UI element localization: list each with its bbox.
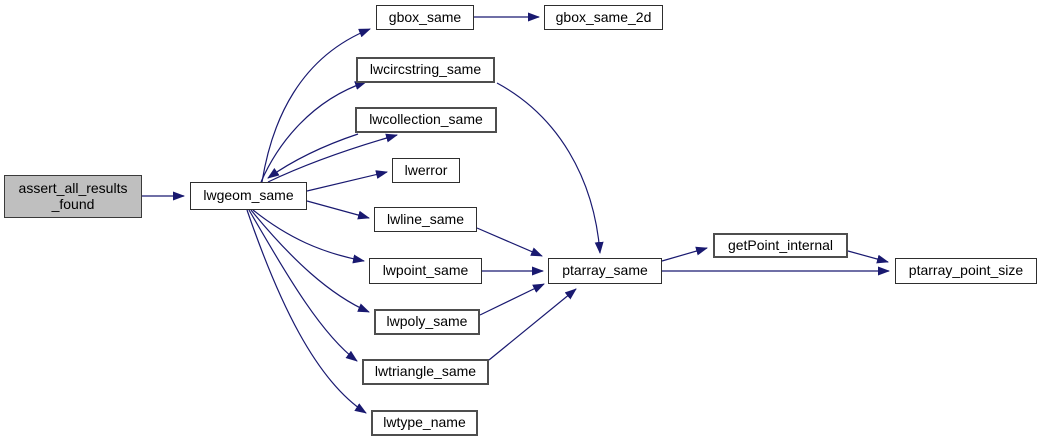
node-lwcircstring_same[interactable]: lwcircstring_same [356, 57, 495, 83]
node-lwgeom_same[interactable]: lwgeom_same [190, 182, 307, 210]
edge-lwcircstring_same-to-ptarray_same [496, 82, 604, 254]
node-gbox_same_2d[interactable]: gbox_same_2d [544, 5, 663, 30]
edge-ptarray_same-to-getPoint_internal [661, 246, 708, 262]
node-assert_all_results_found: assert_all_results _found [4, 175, 142, 218]
node-gbox_same[interactable]: gbox_same [376, 5, 474, 30]
node-lwerror[interactable]: lwerror [392, 158, 460, 183]
edge-lwgeom_same-to-lwtriangle_same [248, 209, 358, 362]
node-lwtriangle_same[interactable]: lwtriangle_same [362, 359, 489, 385]
node-ptarray_point_size[interactable]: ptarray_point_size [895, 258, 1037, 284]
edge-lwline_same-to-ptarray_same [476, 227, 543, 257]
edge-lwgeom_same-to-lwtype_name [246, 209, 367, 414]
edge-lwgeom_same-to-lwerror [306, 170, 388, 192]
edge-getPoint_internal-to-ptarray_point_size [847, 250, 889, 264]
edge-lwgeom_same-to-lwline_same [306, 200, 370, 220]
edge-lwgeom_same-to-lwcollection_same [267, 133, 398, 183]
edge-lwpoly_same-to-ptarray_same [479, 283, 545, 316]
node-lwline_same[interactable]: lwline_same [374, 207, 477, 232]
node-lwcollection_same[interactable]: lwcollection_same [355, 107, 497, 133]
edge-lwgeom_same-to-lwpoly_same [250, 209, 370, 313]
edge-lwcollection_same-to-lwgeom_same [267, 133, 359, 179]
edge-lwtriangle_same-to-ptarray_same [488, 288, 577, 361]
edge-lwgeom_same-to-lwcircstring_same [260, 81, 367, 183]
node-lwtype_name[interactable]: lwtype_name [371, 410, 478, 436]
node-ptarray_same[interactable]: ptarray_same [548, 258, 662, 284]
edge-lwgeom_same-to-lwpoint_same [252, 209, 365, 264]
node-lwpoly_same[interactable]: lwpoly_same [374, 309, 480, 335]
node-lwpoint_same[interactable]: lwpoint_same [369, 258, 482, 284]
edge-lwgeom_same-to-gbox_same [261, 28, 371, 183]
node-getPoint_internal[interactable]: getPoint_internal [713, 233, 848, 258]
